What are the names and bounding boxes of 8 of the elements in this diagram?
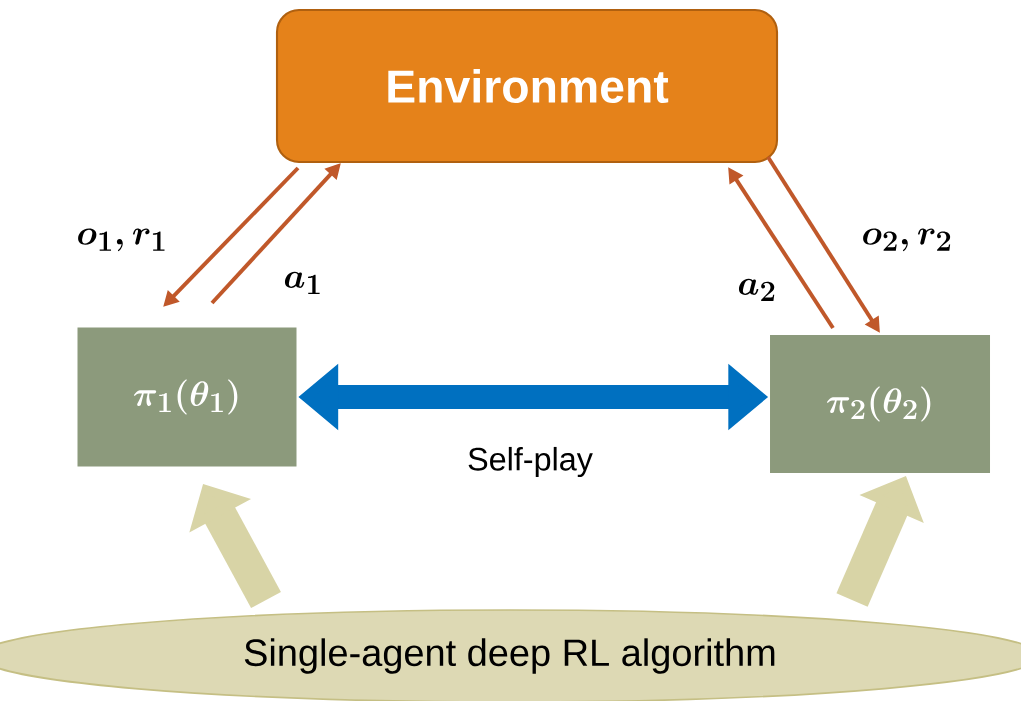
- edge-label: $a_2$: [738, 278, 775, 301]
- edge-label: $o_2, r_2$: [863, 228, 951, 252]
- edge-label: $o_1, r_1$: [78, 228, 165, 252]
- edge-label: Self-play: [468, 446, 593, 478]
- policy-box: $\pi_1(\theta_1)$: [77, 327, 297, 467]
- environment-box: Environment: [275, 8, 779, 164]
- policy-box: $\pi_2(\theta_2)$: [770, 335, 990, 473]
- edge-label: $a_1$: [284, 271, 320, 294]
